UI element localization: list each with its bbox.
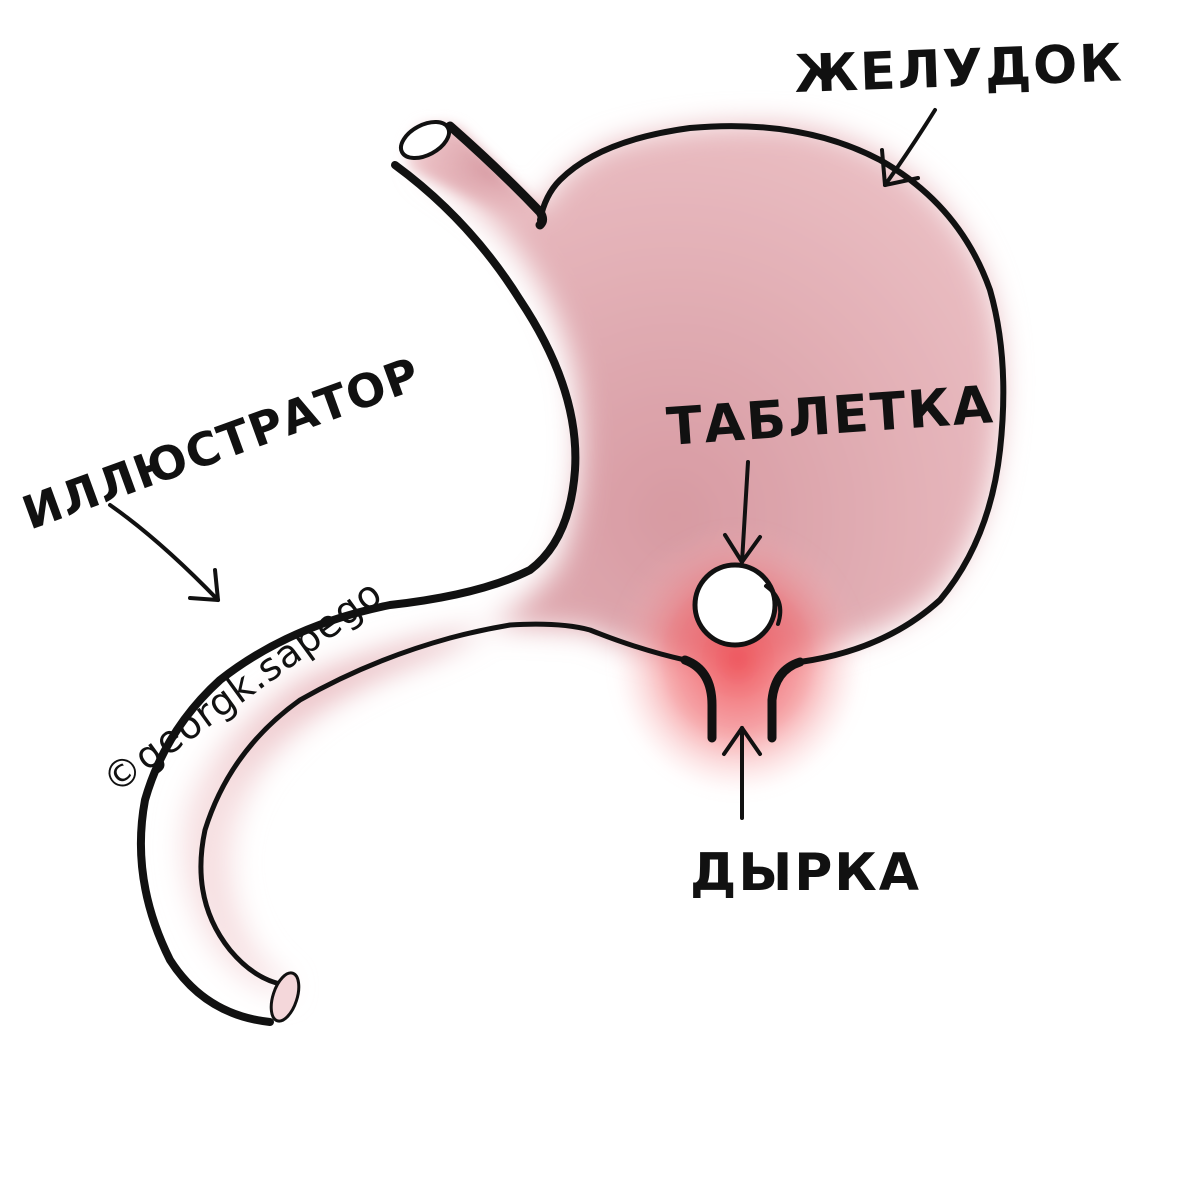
inflammation-glow <box>613 525 863 795</box>
stomach-fill <box>183 124 1002 995</box>
lesser-curvature <box>136 161 580 1026</box>
duodenum-opening <box>269 971 301 1023</box>
duodenum-outline <box>198 621 688 988</box>
hole-left-edge <box>680 655 717 743</box>
illustrator-arrow <box>108 503 220 602</box>
esophagus-right-wall <box>445 121 547 230</box>
stomach-arrow <box>880 108 937 187</box>
pill-highlight-stroke <box>764 584 783 626</box>
hole-right-edge <box>767 657 805 743</box>
pill-arrow <box>723 460 762 564</box>
label-illustrator: ИЛЛЮСТРАТОР <box>15 346 427 540</box>
stomach-greater-curvature <box>537 123 1007 665</box>
label-stomach: ЖЕЛУДОК <box>793 34 1124 105</box>
label-hole: ДЫРКА <box>690 843 921 903</box>
hole-arrow <box>722 726 762 820</box>
pill-shape <box>692 562 778 648</box>
